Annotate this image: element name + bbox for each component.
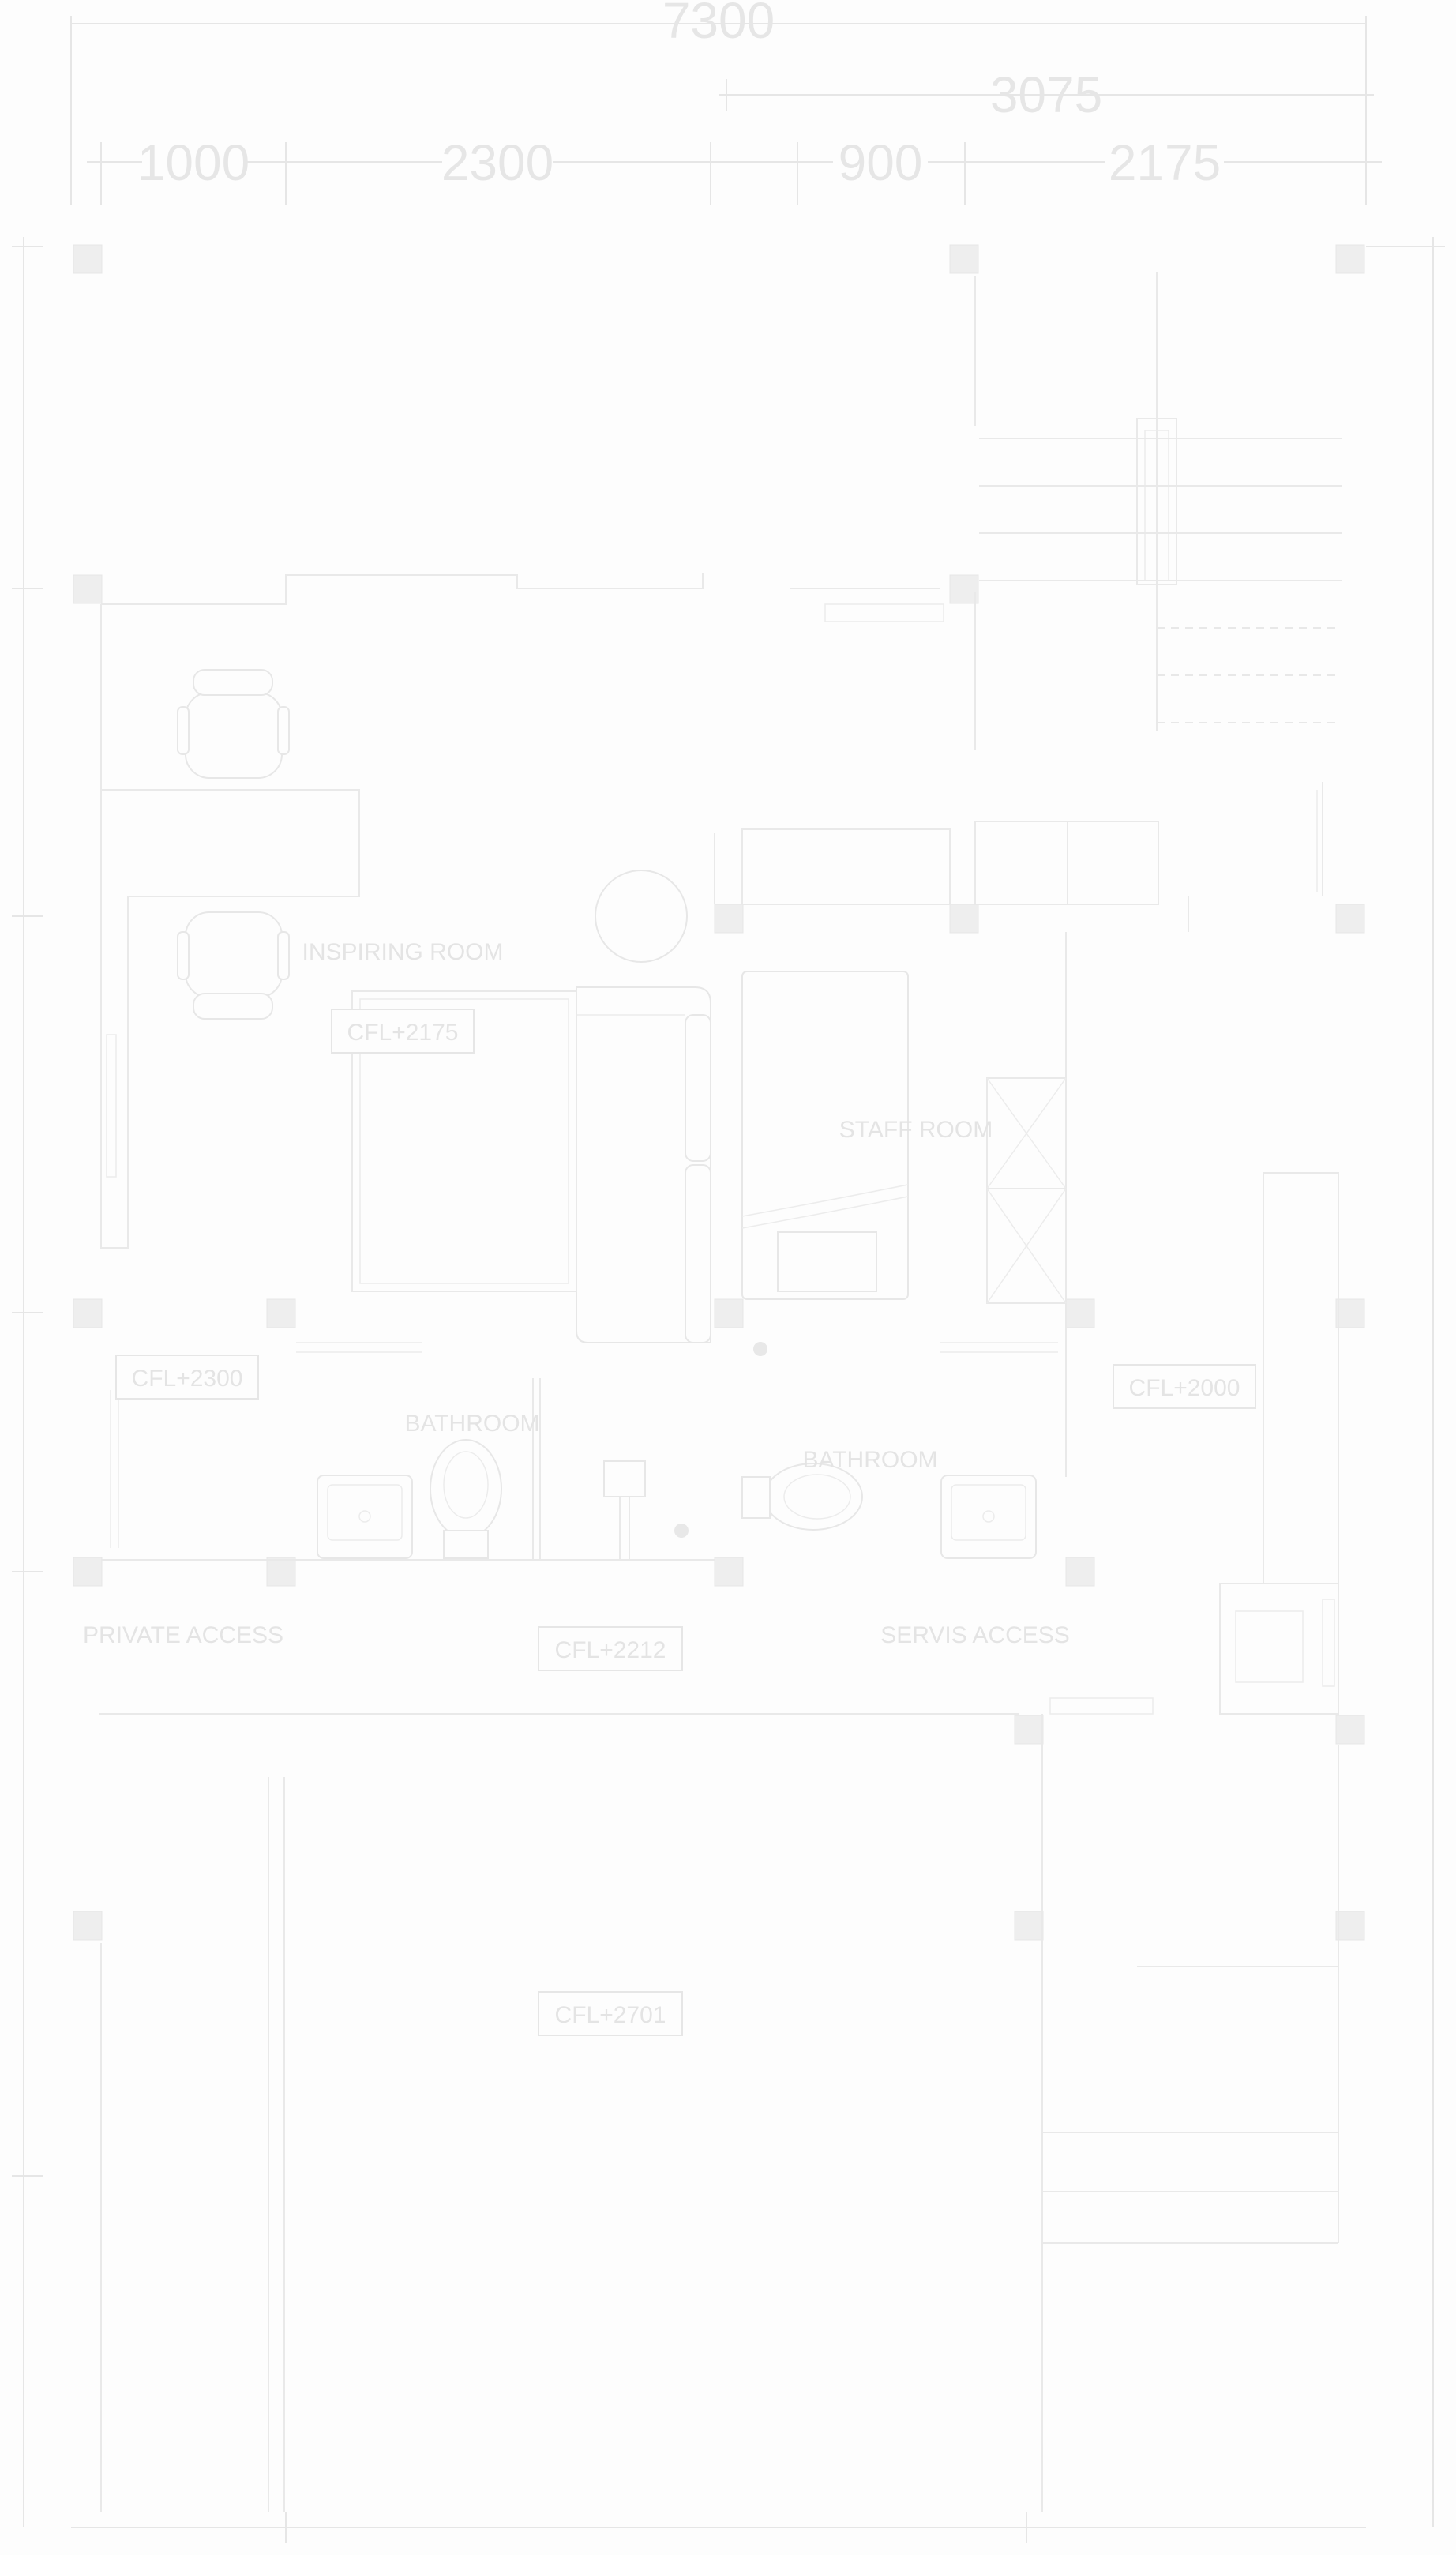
room-label-private-access: PRIVATE ACCESS [83,1622,283,1648]
dimension-segment-1: 1000 [137,134,250,191]
room-label-staff: STAFF ROOM [839,1117,993,1143]
room-labels: INSPIRING ROOM STAFF ROOM BATHROOM BATHR… [83,939,1070,1648]
ceiling-level-tags: CFL+2175 CFL+2300 CFL+2000 CFL+2212 CFL+… [115,1009,1256,2036]
room-label-bathroom-1: BATHROOM [404,1411,539,1437]
dimension-segment-2: 2300 [441,134,554,191]
dimension-top-overall: 7300 [662,0,775,49]
ceiling-tag-left: CFL+2300 [132,1366,243,1392]
room-label-inspiring: INSPIRING ROOM [302,939,503,965]
dimension-lines: 7300 3075 1000 2300 900 2175 [12,0,1445,2543]
room-label-servis-access: SERVIS ACCESS [880,1622,1070,1648]
dimension-segment-3: 900 [839,134,923,191]
dimension-top-right: 3075 [990,66,1102,123]
structural-columns [73,244,1365,1941]
dimension-segment-4: 2175 [1109,134,1221,191]
ceiling-tag-bottom: CFL+2701 [555,2002,666,2028]
room-label-bathroom-2: BATHROOM [802,1447,937,1473]
walls [99,272,1342,2512]
ceiling-tag-right: CFL+2000 [1129,1375,1240,1401]
ceiling-tag-inspiring: CFL+2175 [347,1020,459,1046]
furniture [177,669,1067,1560]
ceiling-tag-corridor: CFL+2212 [555,1637,666,1663]
